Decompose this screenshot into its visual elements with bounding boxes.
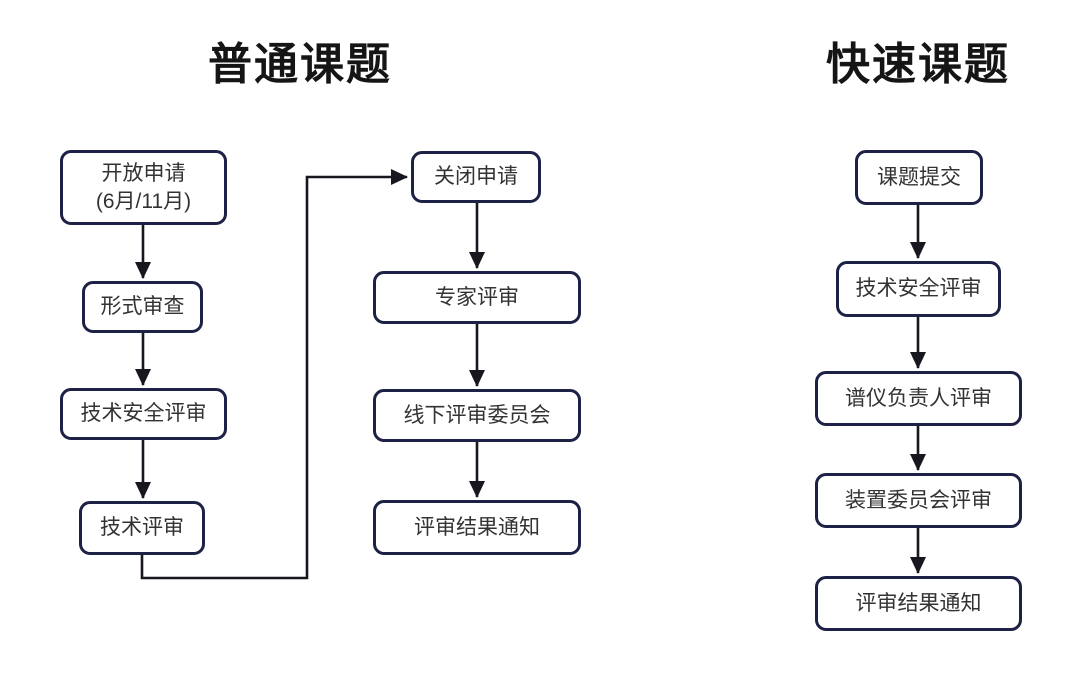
title-regular-track: 普通课题 — [208, 40, 392, 89]
node-fast-technical-safety-review: 技术安全评审 — [836, 261, 1001, 317]
node-technical-safety-review: 技术安全评审 — [60, 388, 227, 440]
node-label: 技术评审 — [100, 516, 184, 540]
edge-technical-review-to-close-application — [140, 169, 408, 580]
node-expert-review: 专家评审 — [373, 271, 581, 324]
node-offline-review-committee: 线下评审委员会 — [373, 389, 581, 442]
node-label: 评审结果通知 — [414, 515, 540, 539]
node-open-application: 开放申请 (6月/11月) — [60, 150, 227, 225]
node-label: 线下评审委员会 — [403, 403, 551, 427]
node-technical-review: 技术评审 — [79, 501, 205, 555]
node-label: 形式审查 — [100, 295, 185, 319]
node-proposal-submission: 课题提交 — [855, 150, 983, 205]
node-label: 专家评审 — [435, 285, 519, 309]
title-fast-track: 快速课题 — [826, 40, 1010, 89]
node-label: 技术安全评审 — [80, 402, 207, 426]
node-label: 开放申请 — [101, 161, 186, 185]
node-label: 谱仪负责人评审 — [845, 386, 992, 410]
node-label: 课题提交 — [877, 165, 961, 189]
node-label: 评审结果通知 — [855, 591, 982, 615]
node-label: 关闭申请 — [434, 165, 518, 189]
node-sublabel: (6月/11月) — [95, 189, 192, 213]
node-fast-review-result-notification: 评审结果通知 — [815, 576, 1022, 631]
node-format-review: 形式审查 — [82, 281, 203, 333]
node-label: 装置委员会评审 — [845, 488, 992, 512]
node-close-application: 关闭申请 — [411, 151, 541, 203]
node-review-result-notification: 评审结果通知 — [373, 500, 581, 555]
node-label: 技术安全评审 — [855, 277, 982, 301]
node-instrument-leader-review: 谱仪负责人评审 — [815, 371, 1022, 426]
node-facility-committee-review: 装置委员会评审 — [815, 473, 1022, 528]
